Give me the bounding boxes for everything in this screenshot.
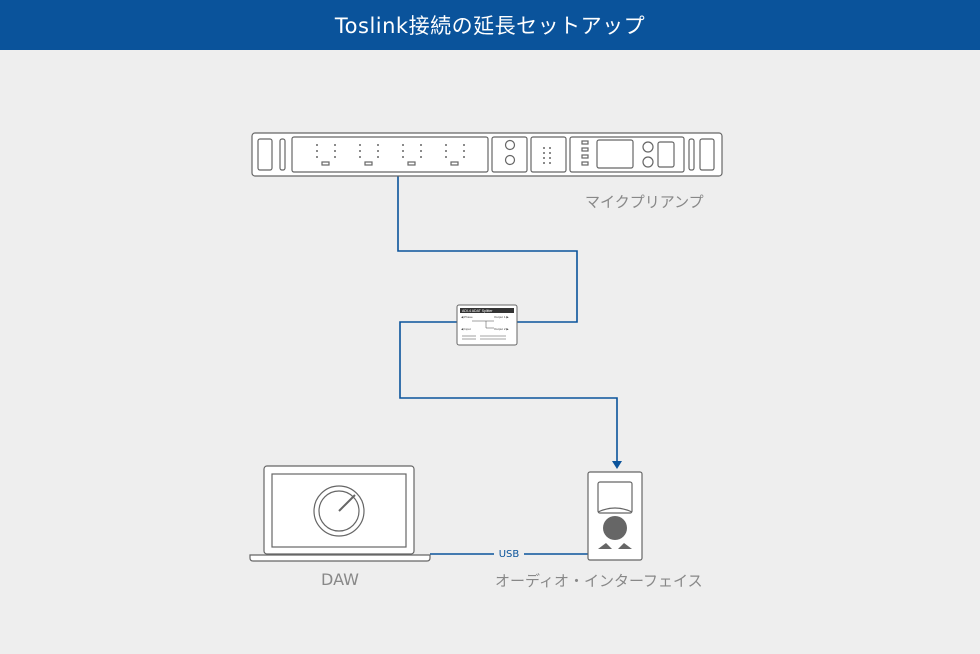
mic-preamp-device bbox=[251, 132, 723, 177]
splitter-phase-label: ◀ Phase bbox=[461, 315, 473, 319]
header-bar: Toslink接続の延長セットアップ bbox=[0, 0, 980, 50]
splitter-title: ADI-4 ADAT Splitter bbox=[462, 309, 493, 313]
optical-cable-preamp-to-splitter bbox=[397, 176, 578, 323]
preamp-label: マイクプリアンプ bbox=[585, 193, 704, 211]
splitter-input-label: ◀ Input bbox=[461, 327, 471, 331]
laptop-daw-device bbox=[249, 465, 431, 562]
page-title: Toslink接続の延長セットアップ bbox=[334, 14, 646, 38]
splitter-output2-label: Output 2 ▶ bbox=[494, 327, 509, 331]
audio-interface-label: オーディオ・インターフェイス bbox=[495, 572, 703, 590]
adat-splitter-device: ADI-4 ADAT Splitter ◀ Phase Output 1 ▶ ◀… bbox=[456, 304, 518, 346]
daw-label: DAW bbox=[321, 570, 359, 589]
optical-cable-splitter-to-interface bbox=[399, 321, 622, 469]
splitter-output1-label: Output 1 ▶ bbox=[494, 315, 509, 319]
usb-label: USB bbox=[494, 546, 524, 562]
setup-diagram: ADI-4 ADAT Splitter ◀ Phase Output 1 ▶ ◀… bbox=[249, 132, 723, 562]
audio-interface-device bbox=[587, 471, 643, 561]
